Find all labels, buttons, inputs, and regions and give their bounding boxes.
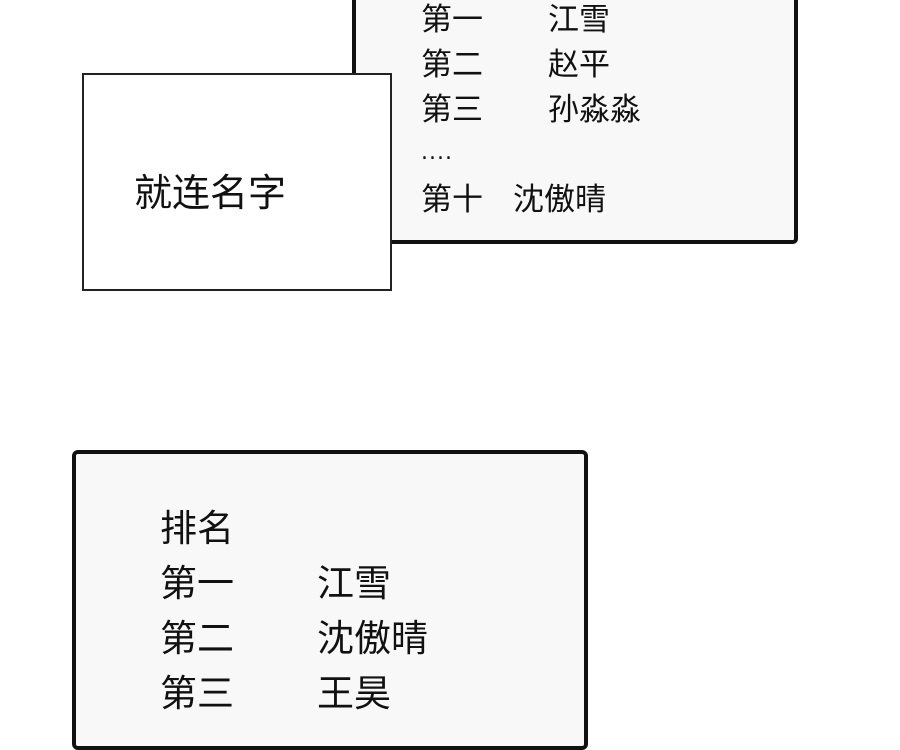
bottom-ranking-panel (72, 450, 588, 750)
rank-name: 沈傲晴 (513, 182, 606, 218)
rank-label: 第一 (160, 562, 234, 605)
rank-label: 第二 (421, 47, 483, 83)
top-ranking-panel (352, 0, 798, 244)
rank-label: 第三 (421, 92, 483, 128)
caption-text: 就连名字 (134, 171, 287, 215)
caption-box (82, 73, 392, 291)
rank-name: 江雪 (548, 2, 610, 38)
rank-name: 赵平 (548, 47, 610, 83)
rank-name: 沈傲晴 (317, 617, 428, 660)
rank-label: 第一 (421, 2, 483, 38)
rank-label: 第二 (160, 617, 234, 660)
rank-name: 江雪 (317, 562, 391, 605)
rank-name: 孙淼淼 (548, 92, 641, 128)
rank-name: 王昊 (317, 672, 391, 715)
ranking-title: 排名 (160, 507, 234, 550)
rank-label: 第三 (160, 672, 234, 715)
rank-label: 第十 (421, 182, 483, 218)
ellipsis: .... (421, 140, 453, 165)
